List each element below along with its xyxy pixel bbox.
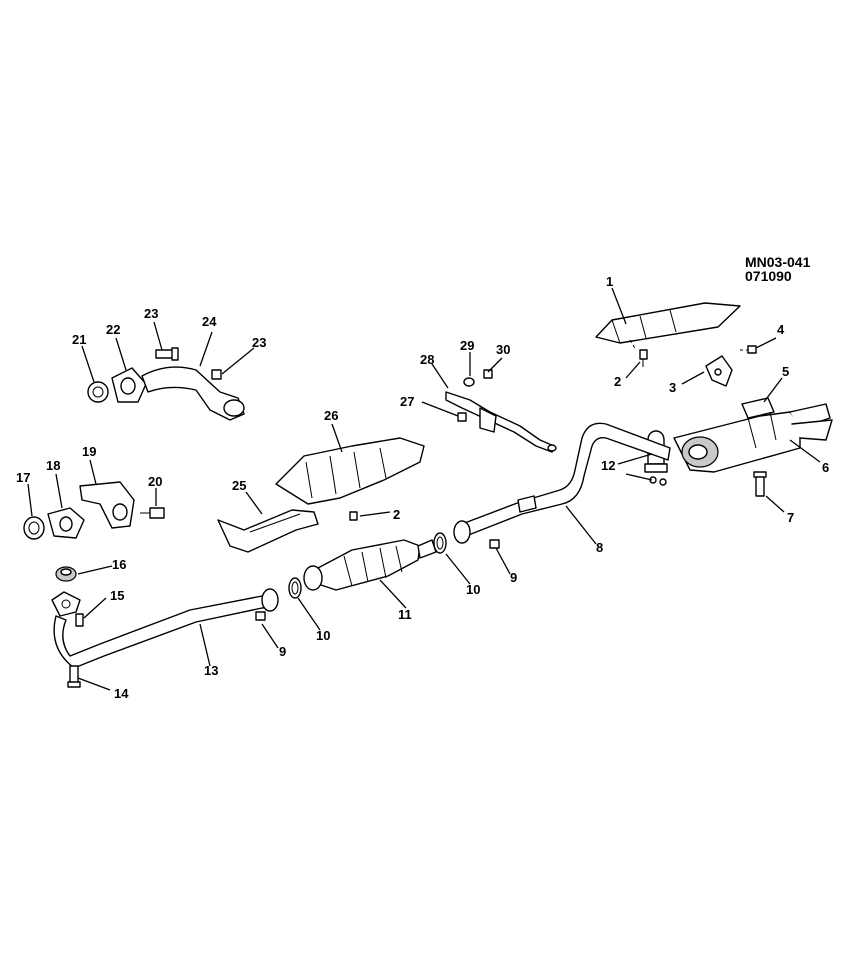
part-2-bolt-upper <box>639 349 648 367</box>
part-30-bolt <box>483 369 493 379</box>
part-10-gasket-front <box>288 577 302 599</box>
part-3-hanger <box>705 355 733 387</box>
part-11-catalytic-converter <box>303 539 437 591</box>
callout-11: 11 <box>398 607 412 622</box>
callout-1: 1 <box>606 274 613 289</box>
callout-15: 15 <box>110 588 124 603</box>
callout-labels: 1 2 2 3 4 5 6 7 8 9 9 10 10 11 12 13 14 … <box>16 274 829 701</box>
part-21-seal <box>87 381 109 403</box>
part-15-stud <box>75 613 84 627</box>
part-25-heat-shield <box>217 509 319 553</box>
callout-5: 5 <box>782 364 789 379</box>
leader-lines <box>27 287 821 691</box>
part-4-bolt <box>740 345 757 354</box>
part-20-bolt <box>140 507 165 519</box>
part-23-bolt-left <box>155 347 179 361</box>
part-8-tailpipe <box>453 422 671 544</box>
callout-24: 24 <box>202 314 217 329</box>
drawing-date: 071090 <box>745 268 792 284</box>
callout-27: 27 <box>400 394 414 409</box>
callout-18: 18 <box>46 458 60 473</box>
part-9-bolt-front <box>255 611 266 621</box>
part-23-bolt-right <box>211 369 222 380</box>
part-2-bolt-lower <box>349 511 358 521</box>
callout-14: 14 <box>114 686 129 701</box>
part-14-bolt <box>67 665 81 688</box>
callout-2-upper: 2 <box>614 374 621 389</box>
callout-23-right: 23 <box>252 335 266 350</box>
part-1-heat-shield <box>595 302 741 351</box>
callout-25: 25 <box>232 478 246 493</box>
callout-23-left: 23 <box>144 306 158 321</box>
part-26-heat-shield <box>275 437 425 505</box>
callout-30: 30 <box>496 342 510 357</box>
part-6-muffler <box>673 403 833 473</box>
callout-7: 7 <box>787 510 794 525</box>
drawing-code: MN03-041 <box>745 254 811 270</box>
part-17-seal <box>23 516 45 540</box>
callout-21: 21 <box>72 332 86 347</box>
callout-3: 3 <box>669 380 676 395</box>
part-10-gasket-rear <box>433 532 447 554</box>
part-27-28-bracket <box>445 391 557 453</box>
part-29-nut <box>463 377 475 387</box>
part-5-muffler-strap <box>741 397 777 449</box>
callout-10-front: 10 <box>316 628 330 643</box>
part-24-manifold-pipe <box>141 366 245 421</box>
callout-22: 22 <box>106 322 120 337</box>
callout-10-rear: 10 <box>466 582 480 597</box>
part-16-seal <box>55 566 77 582</box>
part-7-bolt <box>753 471 767 497</box>
callout-28: 28 <box>420 352 434 367</box>
callout-20: 20 <box>148 474 162 489</box>
callout-29: 29 <box>460 338 474 353</box>
callout-12: 12 <box>601 458 615 473</box>
part-18-flange <box>47 507 85 539</box>
callout-8: 8 <box>596 540 603 555</box>
part-27-bolt <box>457 412 467 422</box>
callout-19: 19 <box>82 444 96 459</box>
callout-17: 17 <box>16 470 30 485</box>
callout-6: 6 <box>822 460 829 475</box>
callout-2-lower: 2 <box>393 507 400 522</box>
callout-13: 13 <box>204 663 218 678</box>
callout-9-rear: 9 <box>510 570 517 585</box>
callout-4: 4 <box>777 322 785 337</box>
callout-9-front: 9 <box>279 644 286 659</box>
part-22-flange <box>111 367 147 403</box>
callout-16: 16 <box>112 557 126 572</box>
callout-26: 26 <box>324 408 338 423</box>
part-9-bolt-rear <box>489 539 500 549</box>
part-13-front-pipe <box>51 588 279 669</box>
part-19-bracket <box>79 481 135 529</box>
